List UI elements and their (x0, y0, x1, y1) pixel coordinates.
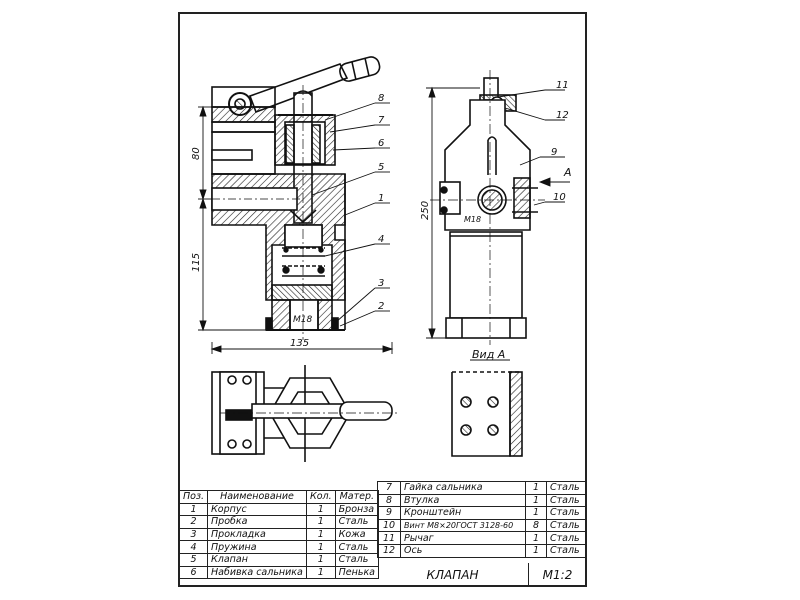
drawing-scale: М1:2 (542, 567, 573, 582)
top-view (211, 365, 400, 462)
table-row: 2 Пробка 1 Сталь (178, 515, 380, 529)
leader-label: 7 (378, 115, 385, 126)
leader-label: 6 (378, 138, 384, 149)
col-header-mat: Матер. (334, 490, 380, 504)
col-header-name: Наименование (207, 490, 307, 504)
leader-label: 9 (551, 147, 557, 158)
table-row: 1 Корпус 1 Бронза (178, 502, 380, 517)
table-row: 11 Рычаг 1 Сталь (377, 531, 586, 545)
col-header-qty: Кол. (305, 490, 336, 504)
leader-label: 11 (556, 80, 569, 91)
dimensions-main (198, 105, 394, 354)
view-a-title: Вид А (472, 348, 505, 361)
leader-label: 12 (556, 110, 569, 121)
table-row: 8 Втулка 1 Сталь (377, 493, 586, 508)
leader-label: 4 (378, 234, 384, 245)
parts-table-left: Поз. Наименование Кол. Матер. 1 Корпус 1… (178, 490, 380, 580)
leader-label: 1 (378, 193, 384, 204)
thread-main-label: M18 (293, 315, 312, 325)
table-row: 6 Набивка сальника 1 Пенька (178, 565, 380, 580)
dimensions-side (426, 86, 570, 340)
table-row: 9 Кронштейн 1 Сталь (377, 506, 586, 520)
leaders-main (311, 102, 390, 327)
main-section-view (211, 56, 381, 340)
dim-115: 115 (191, 253, 202, 272)
col-header-pos: Поз. (178, 490, 209, 504)
table-row: 7 Гайка сальника 1 Сталь (377, 481, 586, 495)
leader-label: 10 (553, 192, 566, 203)
leader-label: 3 (378, 278, 384, 289)
leader-label: 8 (378, 93, 384, 104)
side-view (430, 70, 545, 345)
parts-table-right: 7 Гайка сальника 1 Сталь 8 Втулка 1 Стал… (377, 481, 586, 558)
sheet-frame (178, 12, 587, 587)
table-row: 5 Клапан 1 Сталь (178, 552, 380, 567)
table-row: 3 Прокладка 1 Кожа (178, 527, 380, 542)
leader-label: 2 (378, 301, 384, 312)
leader-label: 5 (378, 162, 384, 173)
thread-side-label: M18 (464, 215, 481, 224)
dim-80: 80 (191, 147, 202, 160)
drawing-title: КЛАПАН (377, 563, 529, 586)
table-row: 12 Ось 1 Сталь (377, 543, 586, 558)
view-a-arrow-label: A (563, 166, 572, 179)
dim-250: 250 (420, 201, 431, 220)
table-row: 4 Пружина 1 Сталь (178, 540, 380, 554)
table-header-row: Поз. Наименование Кол. Матер. (178, 490, 380, 504)
table-row: 10 Винт М8×20ГОСТ 3128-60 8 Сталь (377, 518, 586, 533)
view-a (451, 371, 523, 457)
dim-135: 135 (290, 338, 309, 349)
